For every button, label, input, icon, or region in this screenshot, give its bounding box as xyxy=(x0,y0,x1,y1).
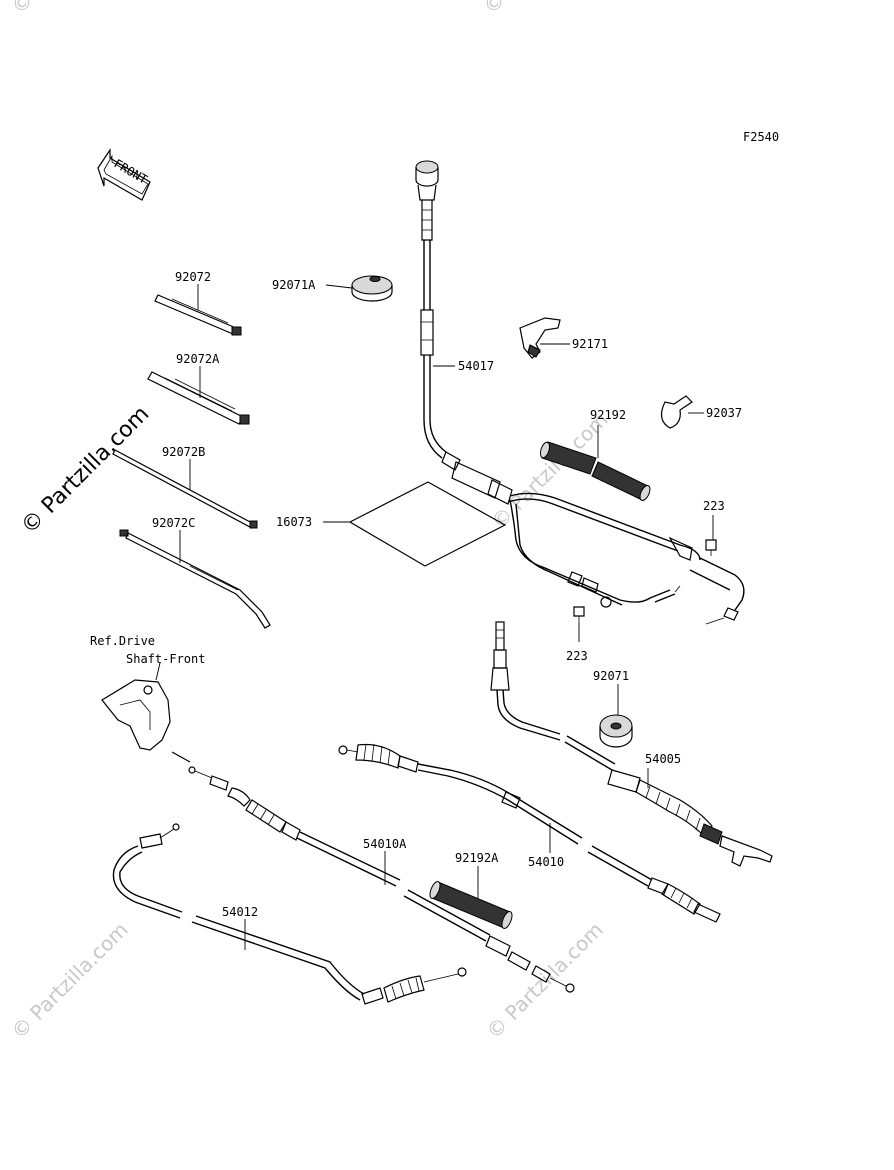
label-92072: 92072 xyxy=(175,270,211,284)
label-223-lower: 223 xyxy=(566,649,588,663)
watermark-top-right: © Partzilla.com xyxy=(479,0,605,19)
tie-strap-92072B xyxy=(112,449,258,529)
cable-54005 xyxy=(490,621,773,867)
watermark-bottom-right: © Partzilla.com xyxy=(482,917,608,1043)
watermark-center: © Partzilla.com xyxy=(487,407,613,533)
bolt-223-lower xyxy=(573,606,585,642)
watermark-bottom-left: © Partzilla.com xyxy=(7,917,133,1043)
clip-92037 xyxy=(660,395,704,429)
front-arrow-text: FRONT xyxy=(112,156,150,186)
label-223-upper: 223 xyxy=(703,499,725,513)
tie-strap-92072C xyxy=(119,529,271,629)
cable-54010A xyxy=(188,766,575,993)
grommet-92071 xyxy=(599,684,633,748)
label-92037: 92037 xyxy=(706,406,742,420)
label-54005: 54005 xyxy=(645,752,681,766)
clamp-92171 xyxy=(519,317,570,359)
label-54010A: 54010A xyxy=(363,837,407,851)
cable-54010 xyxy=(338,743,721,923)
watermark-main: © Partzilla.com xyxy=(17,402,155,540)
label-92071: 92071 xyxy=(593,669,629,683)
cable-cover-92192 xyxy=(539,425,651,501)
label-92171: 92171 xyxy=(572,337,608,351)
ref-note-line1: Ref.Drive xyxy=(90,634,155,648)
label-92071A: 92071A xyxy=(272,278,316,292)
label-16073: 16073 xyxy=(276,515,312,529)
drive-shaft-bracket-ref xyxy=(101,662,191,763)
front-arrow-icon: FRONT xyxy=(97,148,151,201)
choke-cable-54017 xyxy=(415,160,461,471)
label-92072A: 92072A xyxy=(176,352,220,366)
grommet-92071A xyxy=(325,275,393,302)
label-54017: 54017 xyxy=(458,359,494,373)
tie-strap-92072 xyxy=(154,284,242,336)
label-54010: 54010 xyxy=(528,855,564,869)
watermark-top-left: © Partzilla.com xyxy=(7,0,133,19)
label-92192A: 92192A xyxy=(455,851,499,865)
ref-note-line2: Shaft-Front xyxy=(126,652,205,666)
label-92072B: 92072B xyxy=(162,445,205,459)
cable-cover-92192A xyxy=(429,866,513,929)
sheet-16073 xyxy=(323,481,507,567)
cable-54012 xyxy=(112,823,467,1005)
label-92072C: 92072C xyxy=(152,516,195,530)
figure-code: F2540 xyxy=(743,130,779,144)
label-54012: 54012 xyxy=(222,905,258,919)
tie-strap-92072A xyxy=(147,366,250,425)
label-92192: 92192 xyxy=(590,408,626,422)
bolt-223-upper xyxy=(705,515,717,556)
throttle-cable-assembly xyxy=(451,461,745,625)
